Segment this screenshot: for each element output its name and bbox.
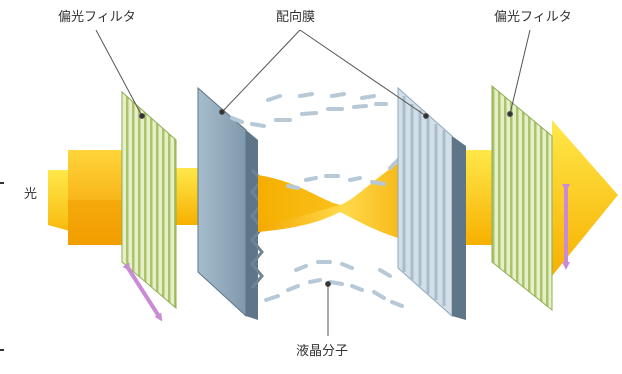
polarizer-filter-left bbox=[121, 90, 177, 310]
label-alignment-film: 配向膜 bbox=[276, 10, 316, 25]
twisted-light-beam bbox=[258, 148, 430, 245]
label-liquid-crystal: 液晶分子 bbox=[296, 344, 349, 359]
label-polarizer-left: 偏光フィルタ bbox=[58, 10, 136, 25]
label-polarizer-right: 偏光フィルタ bbox=[494, 10, 572, 25]
alignment-plate-right bbox=[397, 86, 466, 320]
liquid-crystal-molecules bbox=[230, 92, 412, 308]
polarization-arrow-left bbox=[122, 262, 163, 322]
leader-lines bbox=[95, 29, 531, 336]
label-light: 光 bbox=[24, 187, 38, 202]
polarizer-filter-right bbox=[491, 84, 553, 312]
